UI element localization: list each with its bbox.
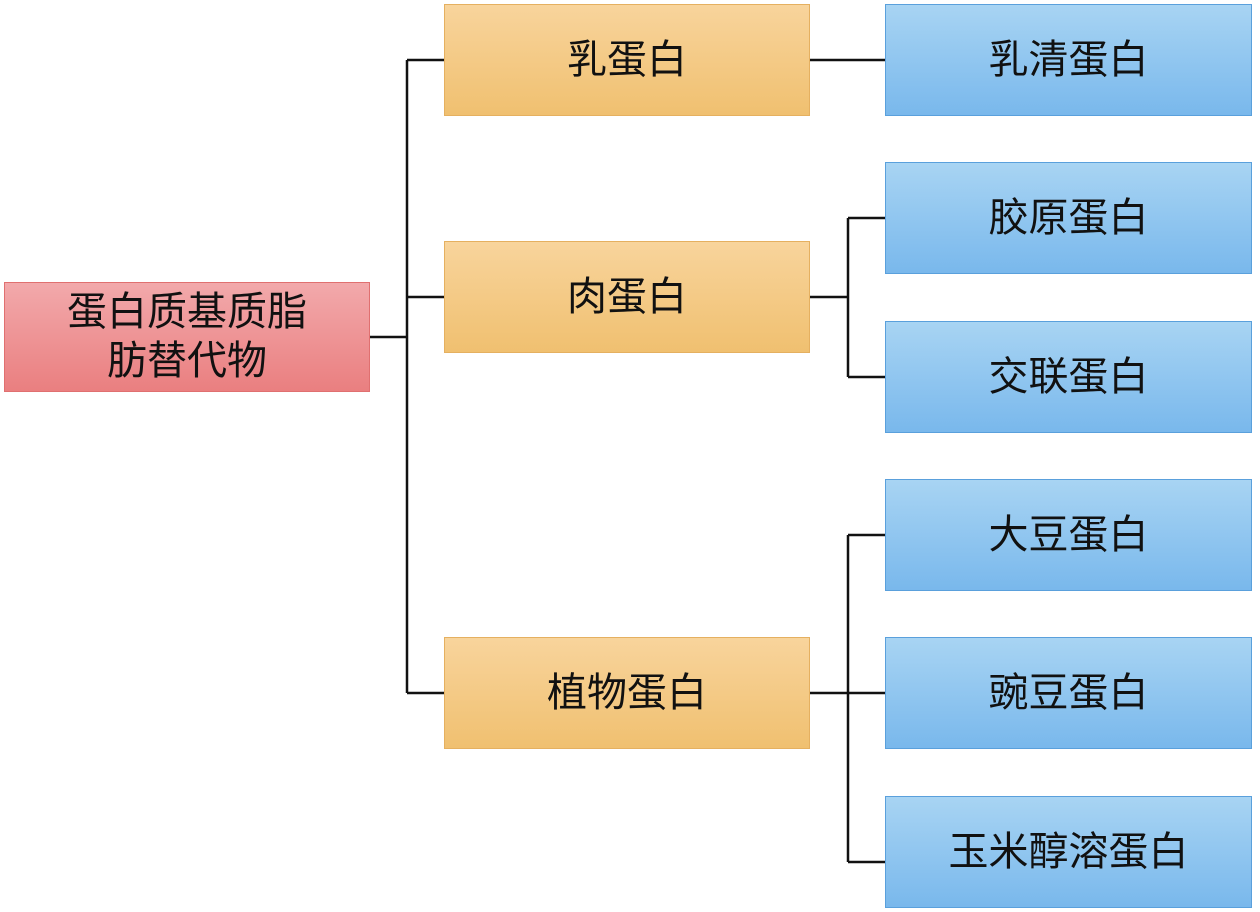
leaf-label: 豌豆蛋白 bbox=[988, 669, 1149, 716]
leaf-node-zein: 玉米醇溶蛋白 bbox=[885, 796, 1252, 908]
category-label: 植物蛋白 bbox=[547, 669, 707, 716]
leaf-node-collagen: 胶原蛋白 bbox=[885, 162, 1252, 274]
category-node-plant: 植物蛋白 bbox=[444, 637, 810, 749]
category-label: 肉蛋白 bbox=[567, 273, 687, 320]
root-node: 蛋白质基质脂 肪替代物 bbox=[4, 282, 370, 392]
leaf-label: 乳清蛋白 bbox=[988, 36, 1149, 83]
leaf-label: 交联蛋白 bbox=[988, 353, 1149, 400]
leaf-node-crosslinked: 交联蛋白 bbox=[885, 321, 1252, 433]
leaf-node-pea: 豌豆蛋白 bbox=[885, 637, 1252, 749]
leaf-label: 胶原蛋白 bbox=[988, 194, 1149, 241]
leaf-label: 大豆蛋白 bbox=[988, 511, 1149, 558]
leaf-node-soy: 大豆蛋白 bbox=[885, 479, 1252, 591]
category-label: 乳蛋白 bbox=[567, 36, 687, 83]
root-label-line2: 肪替代物 bbox=[107, 338, 267, 384]
category-node-meat: 肉蛋白 bbox=[444, 241, 810, 353]
leaf-label: 玉米醇溶蛋白 bbox=[948, 828, 1189, 875]
leaf-node-whey: 乳清蛋白 bbox=[885, 4, 1252, 116]
category-node-milk: 乳蛋白 bbox=[444, 4, 810, 116]
root-label-line1: 蛋白质基质脂 bbox=[67, 289, 307, 336]
